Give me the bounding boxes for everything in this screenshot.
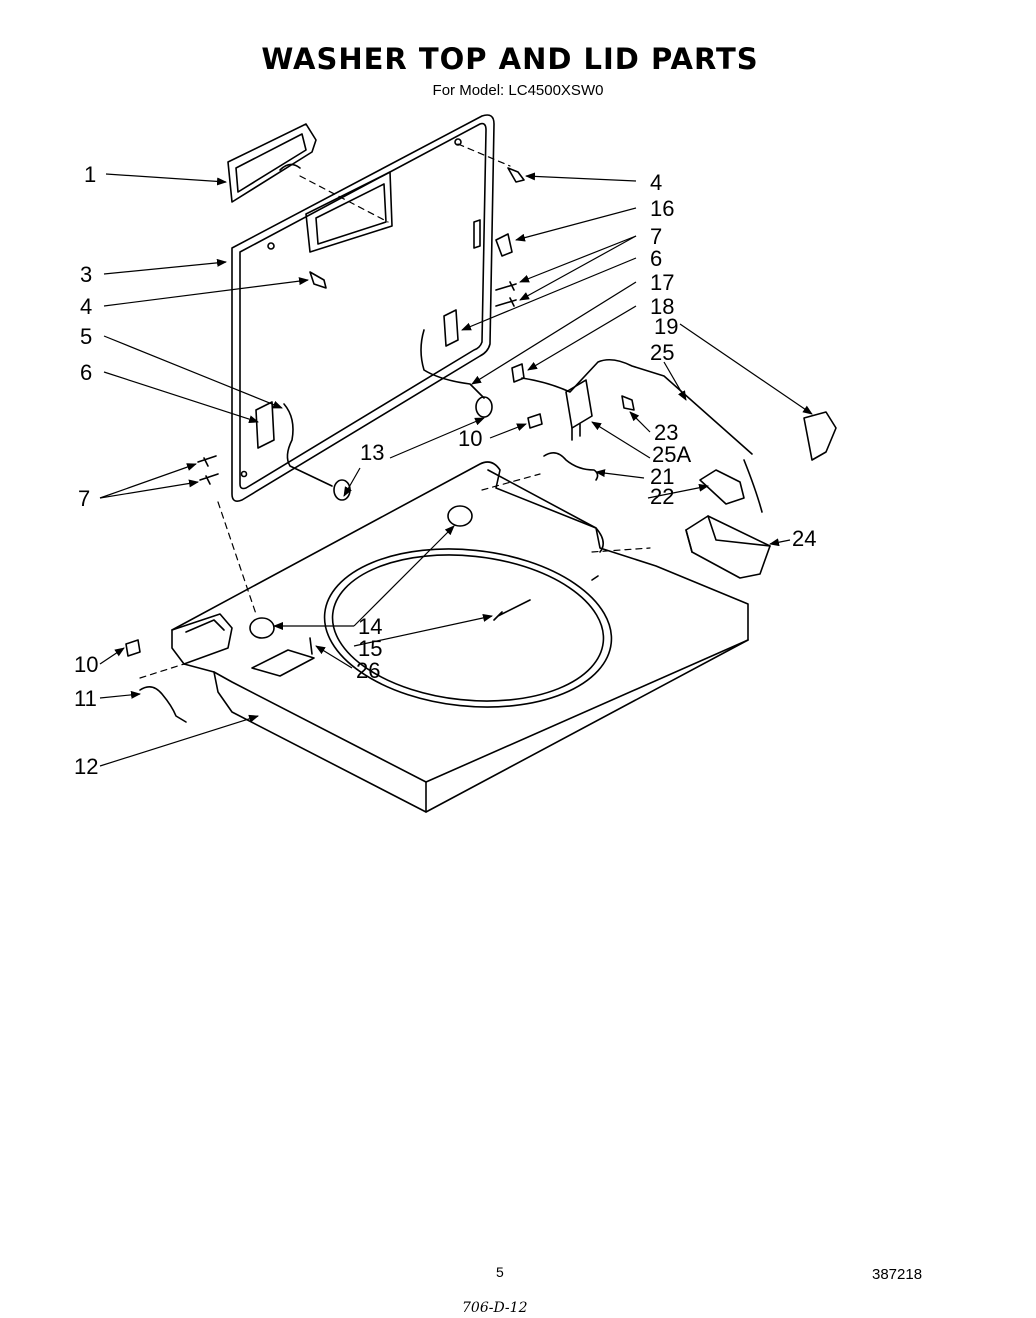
callout-25: 25 [650, 340, 674, 365]
page-number: 5 [496, 1264, 504, 1280]
callout-13: 13 [360, 440, 384, 465]
callout-7-upper: 7 [650, 224, 662, 249]
lid-switch-harness [511, 358, 837, 513]
callout-4-lower: 4 [80, 294, 92, 319]
callout-23: 23 [654, 420, 678, 445]
callout-21: 21 [650, 464, 674, 489]
document-code: 387218 [872, 1266, 923, 1283]
callout-11: 11 [74, 686, 97, 711]
lid-bumper [309, 167, 525, 289]
hinge-rod [283, 329, 485, 487]
handwritten-note: 706-D-12 [462, 1300, 528, 1316]
callout-3: 3 [80, 262, 92, 287]
hinge-screw [197, 281, 517, 485]
model-subtitle: For Model: LC4500XSW0 [432, 82, 604, 99]
callout-15: 15 [358, 636, 382, 661]
lid-switch-screw [493, 599, 531, 621]
callout-12: 12 [74, 754, 98, 779]
callout-18: 18 [650, 294, 674, 319]
lid-handle [227, 123, 317, 203]
callout-4-lid-bumper: 4 [650, 170, 662, 195]
callout-22: 22 [650, 484, 674, 509]
page-title: WASHER TOP AND LID PARTS [261, 42, 759, 76]
callout-10-upper: 10 [458, 426, 482, 451]
mounting-screw [309, 637, 313, 655]
callout-25a: 25A [652, 442, 691, 467]
callout-1: 1 [84, 162, 96, 187]
callout-10-lower: 10 [74, 652, 98, 677]
switch-housing [685, 515, 771, 579]
lid-panel [231, 114, 495, 502]
callout-19: 19 [654, 314, 678, 339]
callout-24: 24 [792, 526, 816, 551]
callout-26: 26 [356, 658, 380, 683]
callout-17: 17 [650, 270, 674, 295]
callout-7-lower: 7 [78, 486, 90, 511]
callout-16: 16 [650, 196, 674, 221]
callout-14: 14 [358, 614, 382, 639]
washer-top [171, 461, 749, 813]
hinge-bracket [255, 309, 459, 449]
lid-stop [125, 413, 543, 657]
callout-6-lower: 6 [80, 360, 92, 385]
lid-switch-actuator [473, 219, 513, 257]
callout-5: 5 [80, 324, 92, 349]
callout-6-upper: 6 [650, 246, 662, 271]
